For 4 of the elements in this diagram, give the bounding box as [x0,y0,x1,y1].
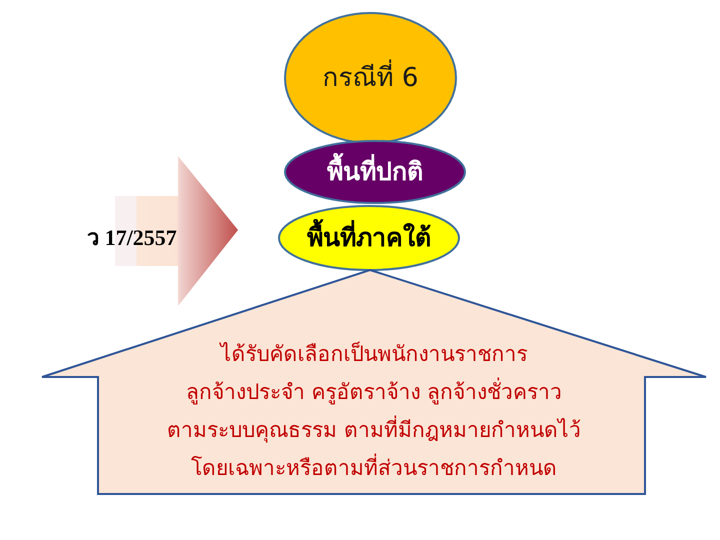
ellipse-node: กรณีที่ 6 [284,12,457,144]
house-shape: ได้รับคัดเลือกเป็นพนักงานราชการ ลูกจ้างประจำ ครูอัตราจ้าง ลูกจ้างชั่วคราว ตามระบบคุณธรรม ตามที่มีกฎหมายกำหนดไว้ โดยเฉพาะหรือตามที่ส่วนราชการกำหนด [41,269,707,495]
ellipse-node: พื้นที่ปกติ [284,140,466,204]
ellipse-node: พื้นที่ภาคใต้ [278,205,460,271]
